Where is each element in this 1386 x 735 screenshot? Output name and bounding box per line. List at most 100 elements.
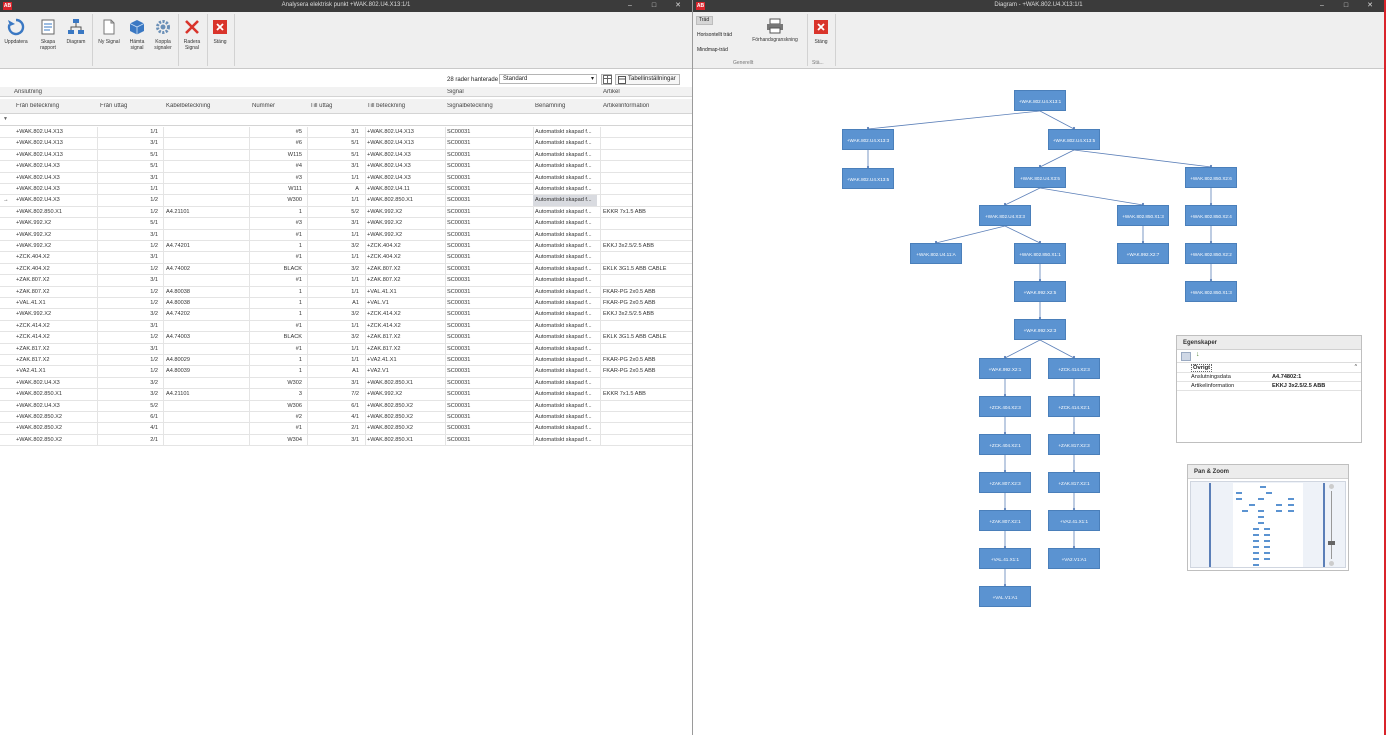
diagram-node[interactable]: +VAL.41.X1:1 [979, 548, 1031, 569]
table-settings-button[interactable]: Tabellinställningar [615, 74, 680, 85]
table-cell: 1/1 [351, 322, 359, 329]
diagram-node[interactable]: +WAK.802.U4.X13:5 [842, 168, 894, 189]
properties-category[interactable]: Övrigt ^ [1177, 363, 1361, 373]
print-preview-button[interactable]: Förhandsgranskning [747, 18, 803, 43]
diagram-node[interactable]: +WAK.802.U4.X13:3 [842, 129, 894, 150]
minimize-button[interactable]: – [1320, 2, 1324, 9]
diagram-node[interactable]: +ZAK.807.X2:3 [979, 472, 1031, 493]
col-header-description[interactable]: Benämning [535, 103, 566, 109]
diagram-node[interactable]: +WAK.802.850.X1:3 [1117, 205, 1169, 226]
diagram-node[interactable]: +WAK.802.850.X1:1 [1014, 243, 1066, 264]
filter-row[interactable]: ▼ [0, 114, 692, 126]
diagram-node[interactable]: +WAK.802.U4.X13:5 [1048, 129, 1100, 150]
zoom-slider[interactable] [1331, 491, 1332, 559]
diagram-node[interactable]: +WAK.992.X2:3 [1014, 319, 1066, 340]
diagram-button[interactable]: Diagram [62, 18, 90, 45]
layout-select[interactable]: Standard ▾ [499, 74, 597, 84]
maximize-button[interactable]: □ [1343, 2, 1349, 9]
zoom-in-icon[interactable] [1329, 484, 1334, 489]
col-header-signal[interactable]: Signalbeteckning [447, 103, 493, 109]
close-button[interactable]: Stäng [206, 18, 234, 45]
diagram-node[interactable]: +WAK.802.U4.X3:5 [1014, 167, 1066, 188]
minimize-button[interactable]: – [628, 2, 632, 9]
categorized-view-icon[interactable] [1181, 352, 1191, 361]
property-row[interactable]: Artikelinformation EKKJ 3x2.5/2.5 ABB [1177, 382, 1361, 391]
diagram-node[interactable]: +ZCK.414.X2:3 [1048, 358, 1100, 379]
diagram-node[interactable]: +ZAK.817.X2:3 [1048, 434, 1100, 455]
zoom-slider-handle[interactable] [1328, 541, 1335, 545]
mindmap-tree-button[interactable]: Mindmap-träd [697, 47, 728, 53]
connect-signals-button[interactable]: Koppla signaler [149, 18, 177, 51]
diagram-node[interactable]: +VAL.V1:A1 [979, 586, 1031, 607]
diagram-node[interactable]: +WAK.992.X2:7 [1117, 243, 1169, 264]
diagram-node[interactable]: +WAK.802.850.X2:4 [1185, 205, 1237, 226]
refresh-button[interactable]: Uppdatera [2, 18, 30, 45]
new-signal-button[interactable]: Ny Signal [95, 18, 123, 45]
col-header-from-terminal[interactable]: Från uttag [100, 103, 128, 109]
window-close-button[interactable]: ✕ [1367, 2, 1373, 9]
diagram-node[interactable]: +WAK.802.850.X1:3 [1185, 281, 1237, 302]
diagram-close-button[interactable]: Stäng [807, 18, 835, 45]
diagram-node[interactable]: +ZAK.817.X2:1 [1048, 472, 1100, 493]
sort-alpha-icon[interactable]: ↓ [1196, 351, 1200, 358]
diagram-node[interactable]: +VA2.V1:A1 [1048, 548, 1100, 569]
col-header-cable[interactable]: Kabelbeteckning [166, 103, 211, 109]
col-header-to-terminal[interactable]: Till uttag [310, 103, 333, 109]
col-header-from-designation[interactable]: Från beteckning [16, 103, 60, 109]
create-report-button[interactable]: Skapa rapport [34, 18, 62, 51]
diagram-node[interactable]: +WAK.802.850.X2:2 [1185, 243, 1237, 264]
diagram-node[interactable]: +VA2.41.X1:1 [1048, 510, 1100, 531]
horizontal-tree-button[interactable]: Horisontellt träd [697, 32, 733, 38]
fetch-signal-button[interactable]: Hämta signal [123, 18, 151, 51]
pan-zoom-viewport[interactable] [1190, 481, 1346, 568]
diagram-node[interactable]: +WAK.802.U4.X13:1 [1014, 90, 1066, 111]
maximize-button[interactable]: □ [651, 2, 657, 9]
diagram-node[interactable]: +ZCK.404.X2:3 [979, 396, 1031, 417]
col-header-number[interactable]: Nummer [252, 103, 276, 109]
delete-signal-button[interactable]: Radera Signal [178, 18, 206, 51]
col-header-article-info[interactable]: Artikelinformation [603, 103, 650, 109]
diagram-node[interactable]: +ZCK.414.X2:1 [1048, 396, 1100, 417]
tree-layout-button[interactable]: Träd [696, 16, 713, 25]
diagram-node[interactable]: +WAK.802.U4.11:A [910, 243, 962, 264]
zoom-out-icon[interactable] [1329, 561, 1334, 566]
col-header-to-designation[interactable]: Till beteckning [367, 103, 406, 109]
diagram-node[interactable]: +ZAK.807.X2:1 [979, 510, 1031, 531]
diagram-node[interactable]: +WAK.992.X2:1 [979, 358, 1031, 379]
window-close-button[interactable]: ✕ [675, 2, 681, 9]
diagram-node[interactable]: +WAK.992.X2:5 [1014, 281, 1066, 302]
diagram-node[interactable]: +ZCK.404.X2:1 [979, 434, 1031, 455]
diagram-node[interactable]: +WAK.802.U4.X3:3 [979, 205, 1031, 226]
diagram-node[interactable]: +WAK.802.850.X2:6 [1185, 167, 1237, 188]
grid-options-button[interactable] [601, 74, 612, 85]
property-row[interactable]: Anslutningsdata A4.74802:1 [1177, 373, 1361, 382]
